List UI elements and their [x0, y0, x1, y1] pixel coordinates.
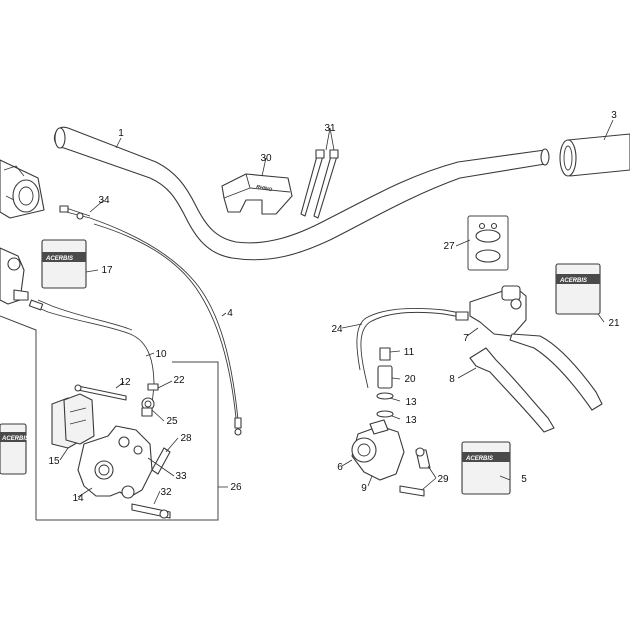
part-label-27: 27 [443, 241, 455, 252]
hose-cable [93, 223, 237, 419]
brake-line [28, 299, 155, 405]
sticker-bag-left: ACERBIS [0, 423, 29, 475]
brake-kit-box [0, 315, 219, 521]
part-label-32: 32 [160, 487, 172, 498]
part-label-26: 26 [230, 482, 242, 493]
part-label-22: 22 [173, 375, 185, 386]
brake-caliper [77, 425, 153, 499]
part-label-12: 12 [119, 377, 131, 388]
acerbis-logo-text: ACERBIS [45, 256, 73, 262]
part-label-1: 1 [118, 128, 124, 139]
part-label-3: 3 [611, 110, 617, 121]
part-label-20: 20 [404, 374, 416, 385]
acerbis-logo-text: ACERBIS [1, 436, 29, 442]
part-label-14: 14 [72, 493, 84, 504]
part-label-21: 21 [608, 318, 620, 329]
handlebar [53, 126, 550, 261]
switch-kit [467, 215, 509, 271]
rear-master-body [351, 419, 405, 481]
sticker-bag-21: ACERBIS [555, 263, 601, 315]
caliper-bolts [131, 447, 171, 519]
left-grip-assembly [0, 159, 45, 219]
acerbis-logo-text: ACERBIS [559, 278, 587, 284]
sticker-bag-5: ACERBIS [461, 441, 511, 495]
fitting-stack [376, 347, 394, 418]
part-label-17: 17 [101, 265, 113, 276]
brake-lever [469, 347, 555, 433]
part-label-11: 11 [404, 347, 415, 358]
brake-pads [51, 393, 95, 449]
part-label-13-upper: 13 [405, 397, 417, 408]
part-label-28: 28 [180, 433, 192, 444]
part-label-4: 4 [227, 308, 233, 319]
acerbis-logo-text: ACERBIS [465, 456, 493, 462]
reservoir-line [356, 308, 469, 389]
part-label-8: 8 [449, 374, 455, 385]
master-cylinder [469, 285, 603, 411]
leader-lines [59, 119, 614, 505]
part-label-6: 6 [337, 462, 343, 473]
sticker-bag-17: ACERBIS [41, 239, 87, 289]
pad-pin [74, 384, 127, 401]
part-label-29: 29 [437, 474, 449, 485]
part-label-7: 7 [463, 333, 469, 344]
part-label-34: 34 [98, 195, 110, 206]
clutch-cable [59, 205, 242, 436]
part-label-33: 33 [175, 471, 187, 482]
part-label-5: 5 [521, 474, 527, 485]
banjo-fittings [141, 383, 159, 417]
rhino-logo-text: RHINO [256, 184, 273, 193]
part-label-15: 15 [48, 456, 60, 467]
left-master-bracket [0, 247, 29, 305]
part-label-10: 10 [155, 349, 167, 360]
part-label-13-lower: 13 [405, 415, 417, 426]
part-label-25: 25 [166, 416, 178, 427]
part-label-31: 31 [324, 123, 336, 134]
bolts-29 [399, 447, 431, 497]
part-label-24: 24 [331, 324, 343, 335]
part-label-9: 9 [361, 483, 367, 494]
part-labels: 1 3 4 5 6 7 8 9 10 11 12 13 13 14 15 17 … [48, 110, 620, 504]
cable-ties [300, 149, 339, 219]
part-label-30: 30 [260, 153, 272, 164]
grip [559, 133, 630, 177]
bar-mount: RHINO [221, 173, 293, 215]
